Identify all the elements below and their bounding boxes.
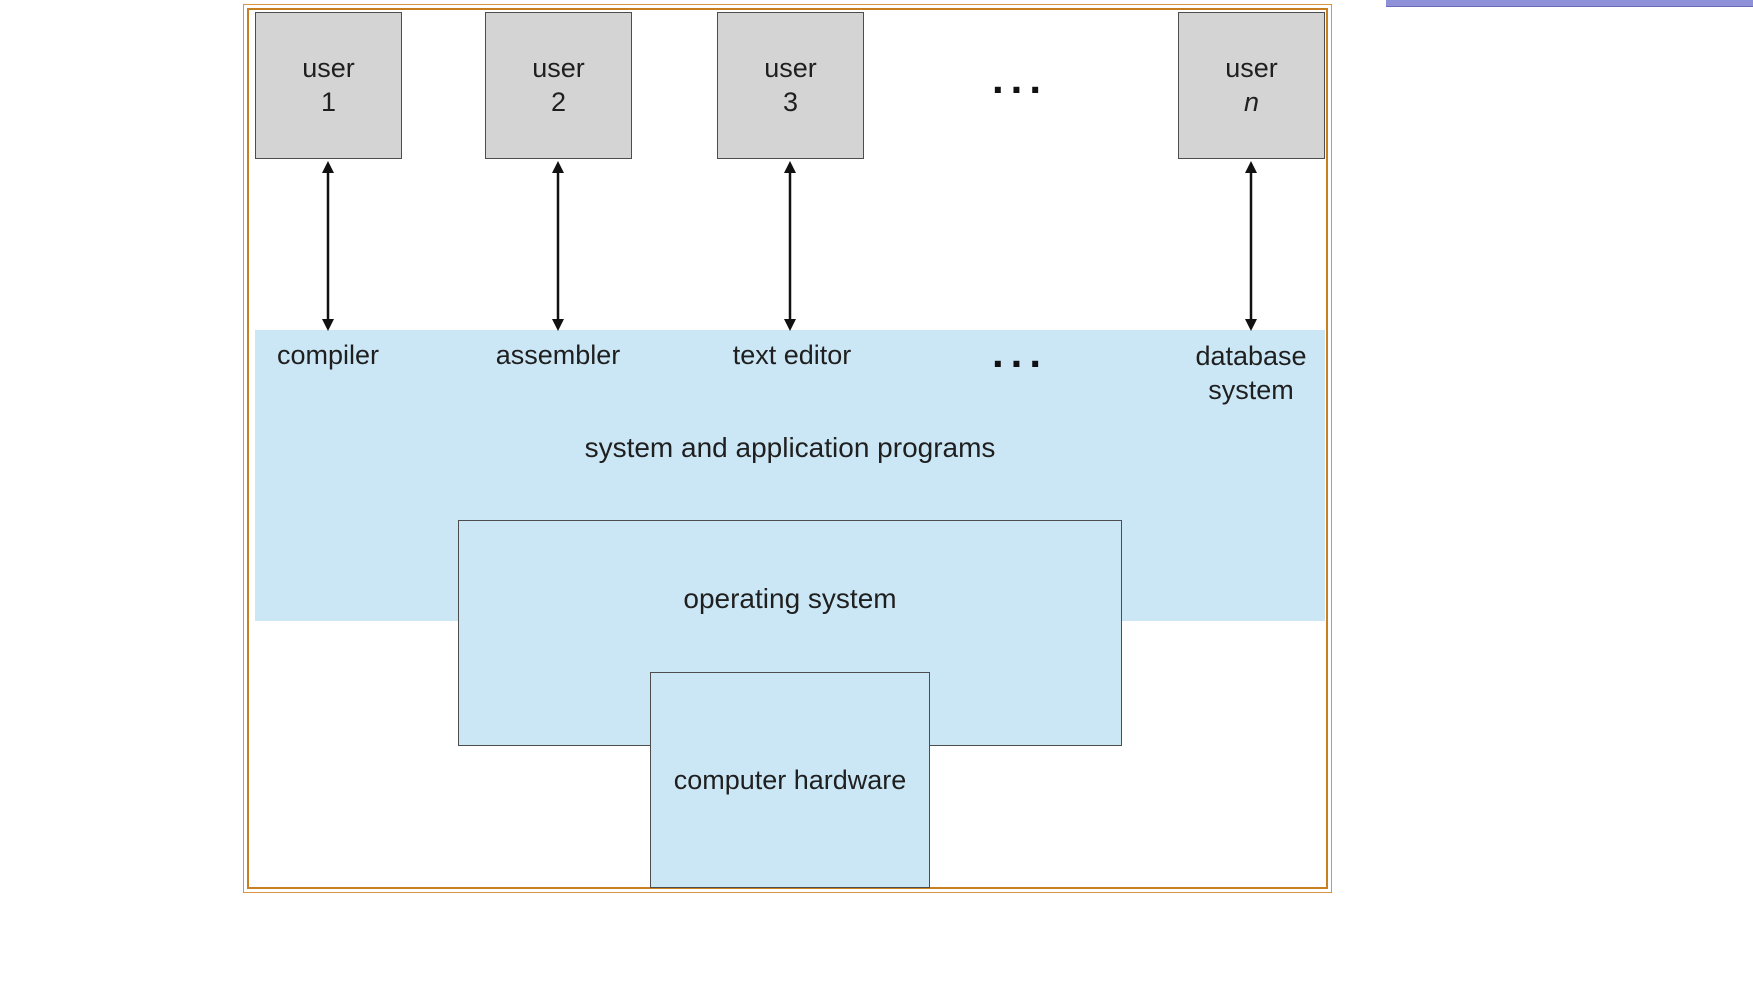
diagram-frame-outer [243, 4, 1332, 893]
double-arrow-icon-user-1 [322, 161, 334, 331]
user-3-label-top: user [764, 52, 817, 83]
user-2-label-bottom: 2 [550, 86, 567, 117]
user-box-3: user 3 [717, 12, 864, 159]
user-n-label-top: user [1225, 52, 1278, 83]
users-ellipsis: ... [991, 55, 1049, 102]
diagram-frame-inner [247, 8, 1328, 889]
user-3-label-bottom: 3 [782, 86, 799, 117]
hardware-box: computer hardware [650, 672, 930, 888]
user-n-label-bottom: n [1243, 86, 1260, 117]
slide-top-accent-bar [1386, 0, 1753, 7]
user-2-label-top: user [532, 52, 585, 83]
program-label-database-system: database system [1195, 341, 1307, 405]
program-label-compiler: compiler [276, 340, 380, 370]
user-1-label-top: user [302, 52, 355, 83]
os-label: operating system [683, 583, 897, 614]
double-arrow-icon-user-3 [784, 161, 796, 331]
double-arrow-icon-user-2 [552, 161, 564, 331]
program-label-text-editor: text editor [732, 340, 852, 370]
program-label-assembler: assembler [495, 340, 621, 370]
programs-ellipsis: ... [991, 329, 1049, 376]
user-box-n: user n [1178, 12, 1325, 159]
os-box: operating system [458, 520, 1122, 746]
system-programs-caption: system and application programs [584, 432, 996, 463]
hardware-label: computer hardware [673, 764, 907, 795]
user-box-1: user 1 [255, 12, 402, 159]
user-box-2: user 2 [485, 12, 632, 159]
double-arrow-icon-user-n [1245, 161, 1257, 331]
user-1-label-bottom: 1 [320, 86, 337, 117]
